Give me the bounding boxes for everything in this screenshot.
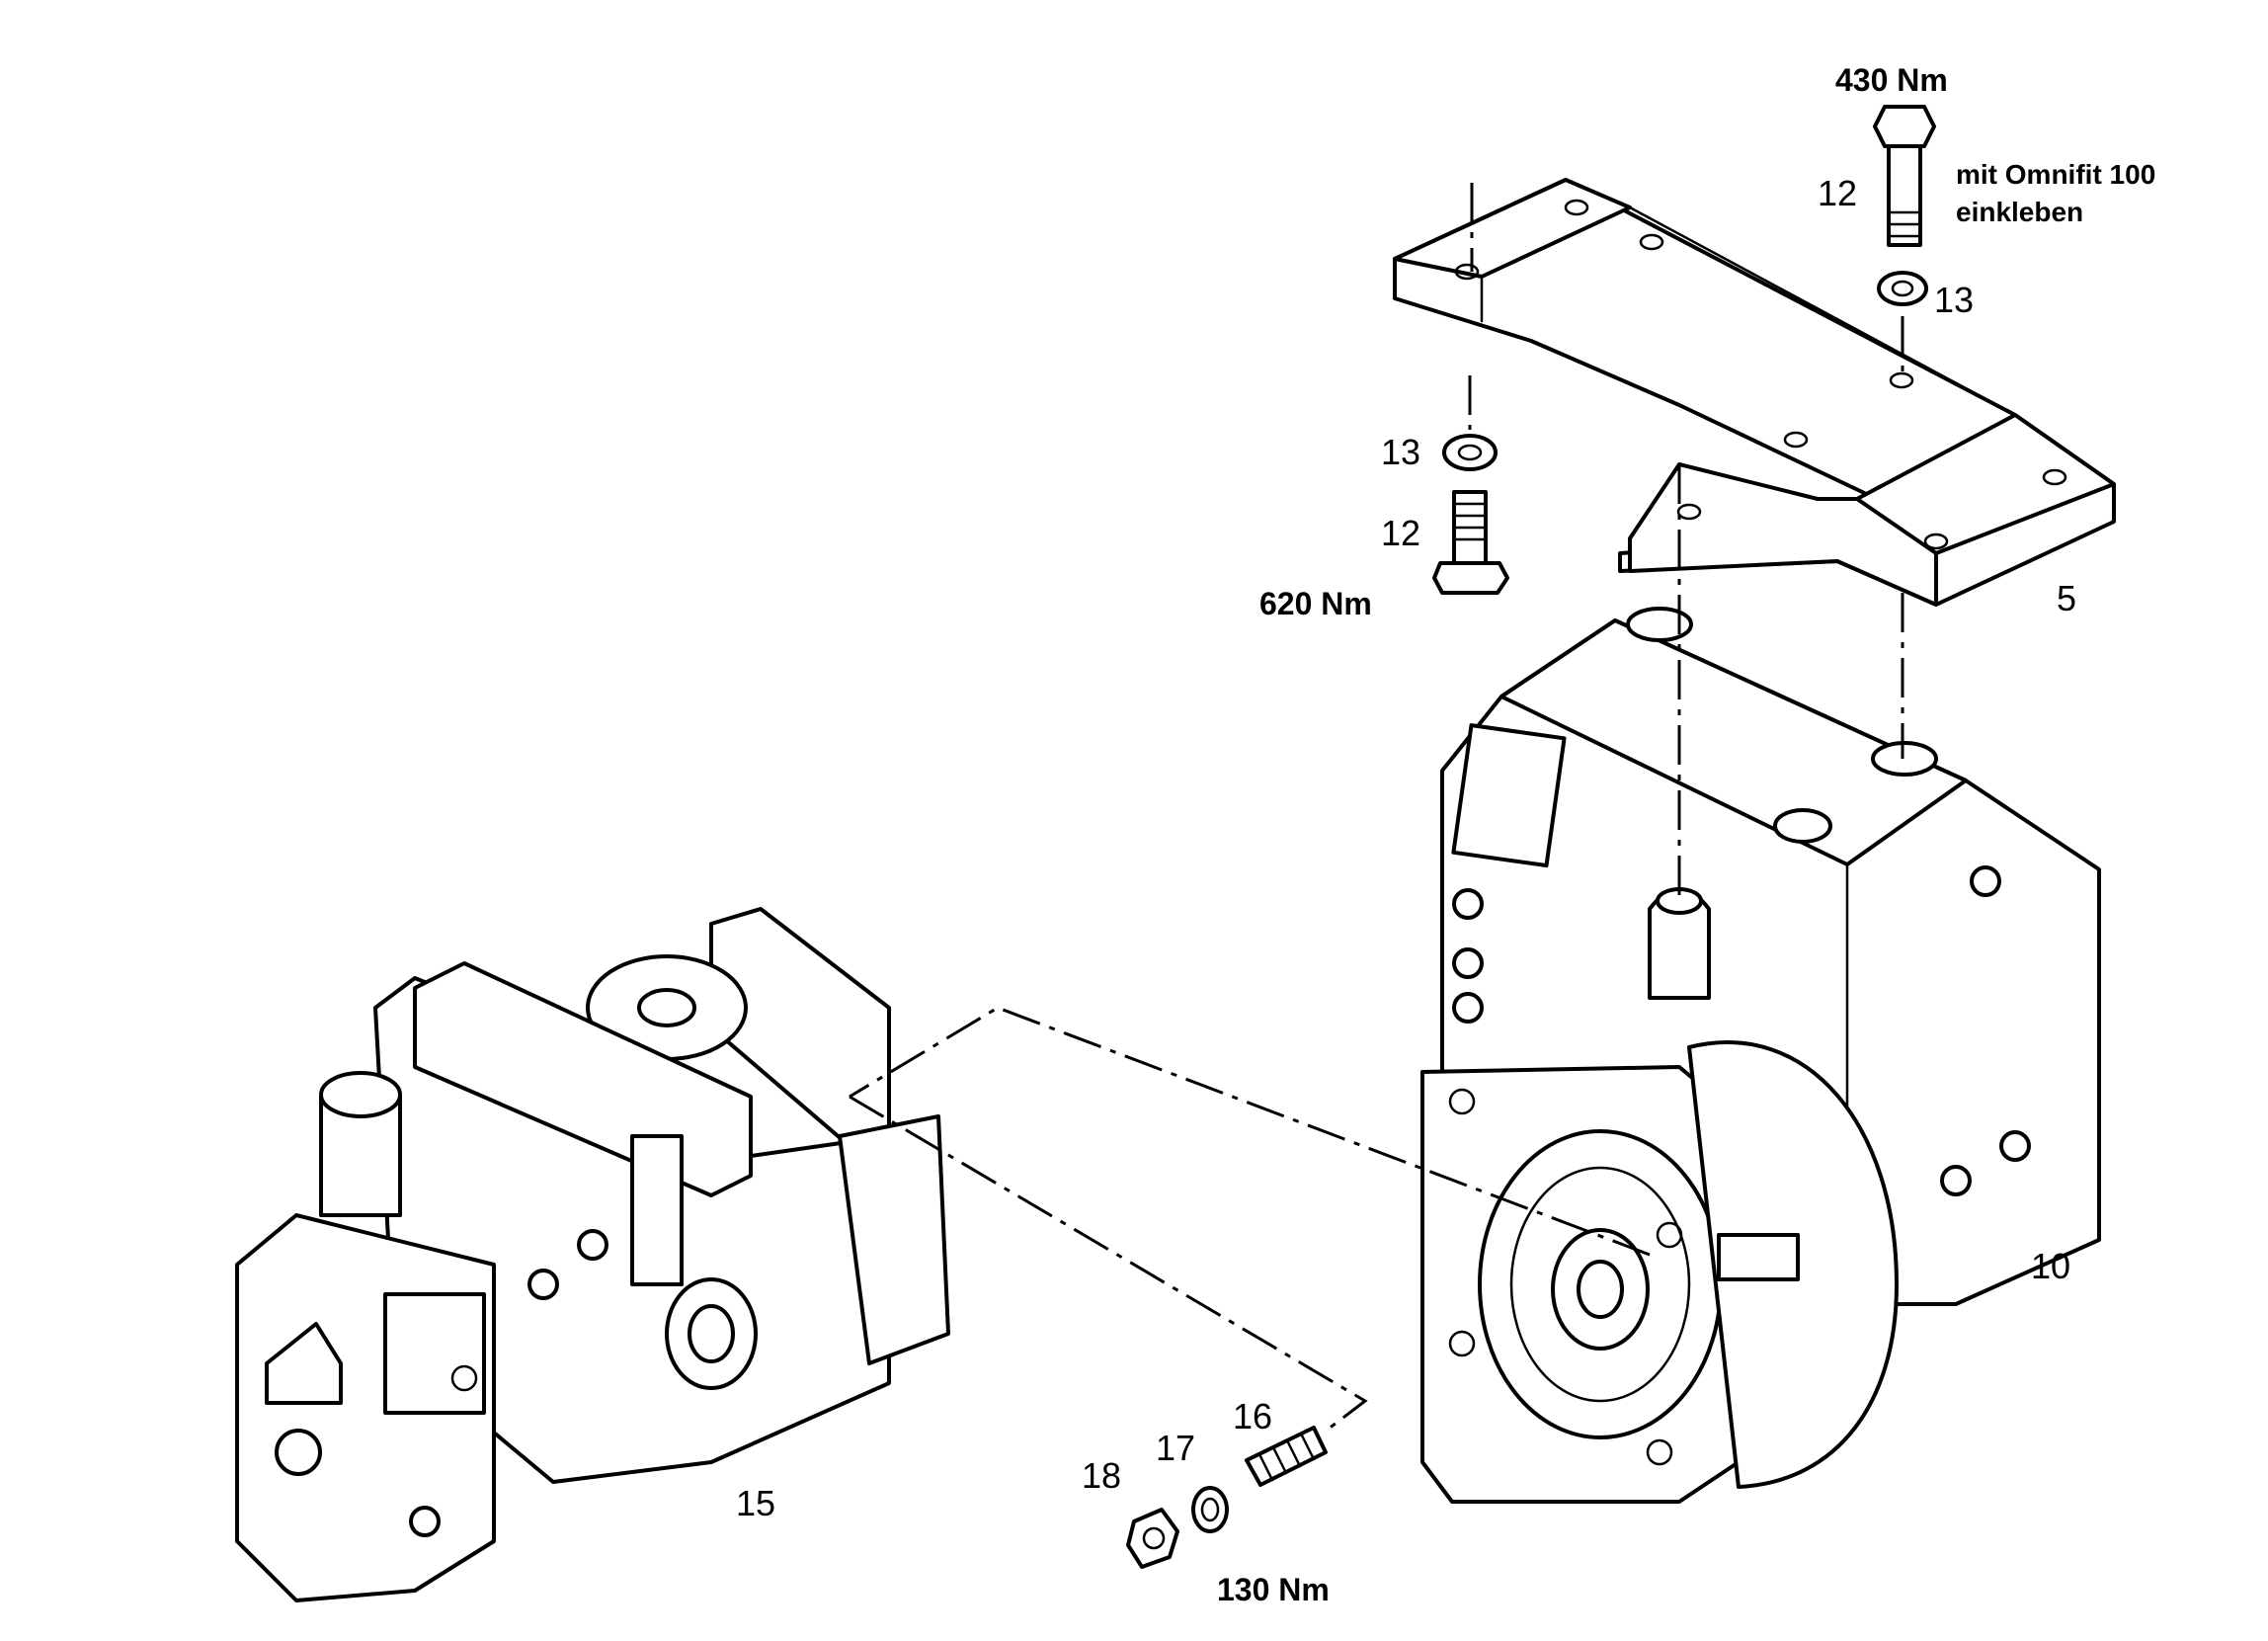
callout-10: 10	[2031, 1246, 2070, 1286]
callout-16: 16	[1233, 1396, 1272, 1436]
top-bolt-12	[1887, 144, 1922, 247]
torque-label-stud-nut: 130 Nm	[1217, 1572, 1330, 1607]
pump-10	[1420, 607, 2101, 1504]
nut-18	[1126, 1508, 1179, 1569]
callout-13-top: 13	[1934, 280, 1974, 320]
left-bolt-stack	[1432, 375, 1509, 595]
top-bolt-stack	[1873, 105, 1936, 380]
torque-label-left-bolt: 620 Nm	[1259, 586, 1372, 621]
top-washer-13	[1877, 271, 1928, 306]
torque-label-top-bolt: 430 Nm	[1835, 62, 1948, 98]
callout-12-left: 12	[1381, 513, 1420, 553]
alignment-lines	[849, 183, 1904, 1435]
callout-17: 17	[1156, 1428, 1195, 1468]
callout-12-top: 12	[1818, 173, 1857, 213]
left-washer-13	[1442, 434, 1498, 471]
note-line-2: einkleben	[1956, 197, 2083, 227]
washer-17	[1191, 1486, 1229, 1533]
mounting-bracket	[1393, 178, 2116, 607]
top-bolt-head	[1873, 105, 1936, 148]
note-line-1: mit Omnifit 100	[1956, 159, 2155, 190]
callout-13-left: 13	[1381, 432, 1420, 472]
callout-15: 15	[736, 1483, 775, 1523]
callout-18: 18	[1082, 1455, 1121, 1496]
pump-15	[235, 907, 950, 1602]
callout-5: 5	[2057, 578, 2076, 618]
stud-washer-nut	[1126, 1426, 1328, 1569]
